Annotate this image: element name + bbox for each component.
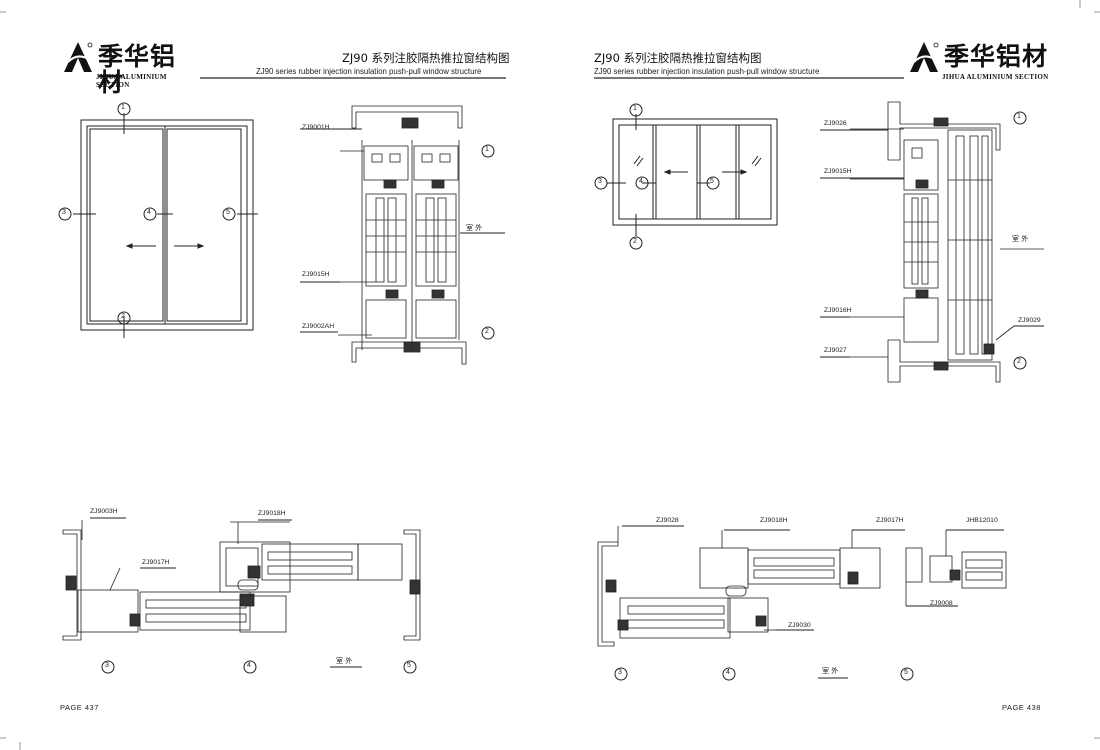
marker-1: 1 — [485, 146, 489, 153]
page-number: PAGE 437 — [60, 703, 99, 712]
jihua-logo-icon — [910, 42, 939, 72]
vertical-section-left — [338, 105, 467, 365]
marker-3: 3 — [618, 669, 622, 676]
outdoor-label: 室 外 — [822, 667, 839, 675]
profile-label: ZJ9008 — [930, 600, 953, 607]
marker-4: 4 — [247, 662, 251, 669]
marker-3: 3 — [598, 178, 602, 185]
page-title-en: ZJ90 series rubber injection insulation … — [256, 67, 482, 76]
horizontal-section-right — [597, 526, 1007, 647]
profile-label: ZJ9027 — [824, 347, 847, 354]
profile-label: ZJ9017H — [876, 517, 904, 524]
brand-name-en: JIHUA ALUMINIUM SECTION — [96, 73, 167, 89]
profile-label: ZJ9026 — [824, 120, 847, 127]
marker-1: 1 — [1017, 113, 1021, 120]
profile-label: ZJ9015H — [824, 168, 852, 175]
vertical-section-right — [850, 101, 1044, 383]
right-logo: 季华铝材 JIHUA ALUMINIUM SECTION — [906, 40, 1056, 81]
marker-5: 5 — [710, 178, 714, 185]
header-rule — [200, 77, 506, 79]
left-logo: 季华铝材 JIHUA ALUMINIUM SECTION — [60, 40, 200, 96]
brand-name-en: JIHUA ALUMINIUM SECTION — [942, 73, 1049, 81]
profile-label: ZJ9015H — [302, 271, 330, 278]
outdoor-label: 室 外 — [466, 224, 483, 232]
marker-5: 5 — [226, 209, 230, 216]
profile-label: ZJ9017H — [142, 559, 170, 566]
marker-1: 1 — [633, 105, 637, 112]
marker-3: 3 — [105, 662, 109, 669]
page-title-cn: ZJ90 系列注胶隔热推拉窗结构图 — [594, 51, 762, 65]
profile-label: ZJ9018H — [258, 510, 286, 517]
marker-2: 2 — [1017, 358, 1021, 365]
marker-4: 4 — [147, 209, 151, 216]
marker-2: 2 — [121, 313, 125, 320]
marker-2: 2 — [633, 238, 637, 245]
profile-label: ZJ9001H — [302, 124, 330, 131]
marker-3: 3 — [62, 209, 66, 216]
brand-name-cn: 季华铝材 — [98, 42, 177, 97]
marker-5: 5 — [407, 662, 411, 669]
profile-label: ZJ9018H — [760, 517, 788, 524]
profile-label: ZJ9029 — [1018, 317, 1041, 324]
horizontal-section-left — [62, 520, 421, 641]
profile-label: ZJ9030 — [788, 622, 811, 629]
marker-5: 5 — [904, 669, 908, 676]
marker-2: 2 — [485, 328, 489, 335]
page-title-cn: ZJ90 系列注胶隔热推拉窗结构图 — [342, 51, 510, 65]
outdoor-label: 室 外 — [336, 657, 353, 665]
outdoor-label: 室 外 — [1012, 235, 1029, 243]
marker-4: 4 — [639, 178, 643, 185]
page-title-en: ZJ90 series rubber injection insulation … — [594, 67, 820, 76]
profile-label: ZJ9003H — [90, 508, 118, 515]
door-elevation — [73, 113, 258, 338]
window-elevation — [607, 114, 778, 236]
profile-label: JHB12010 — [966, 517, 998, 524]
marker-1: 1 — [121, 104, 125, 111]
jihua-logo-icon — [64, 42, 93, 72]
profile-label: ZJ9016H — [824, 307, 852, 314]
brand-name-cn: 季华铝材 — [944, 42, 1049, 71]
profile-label: ZJ9028 — [656, 517, 679, 524]
page-number: PAGE 438 — [1002, 703, 1041, 712]
header-rule — [594, 77, 904, 79]
marker-4: 4 — [726, 669, 730, 676]
profile-label: ZJ9002AH — [302, 323, 335, 330]
